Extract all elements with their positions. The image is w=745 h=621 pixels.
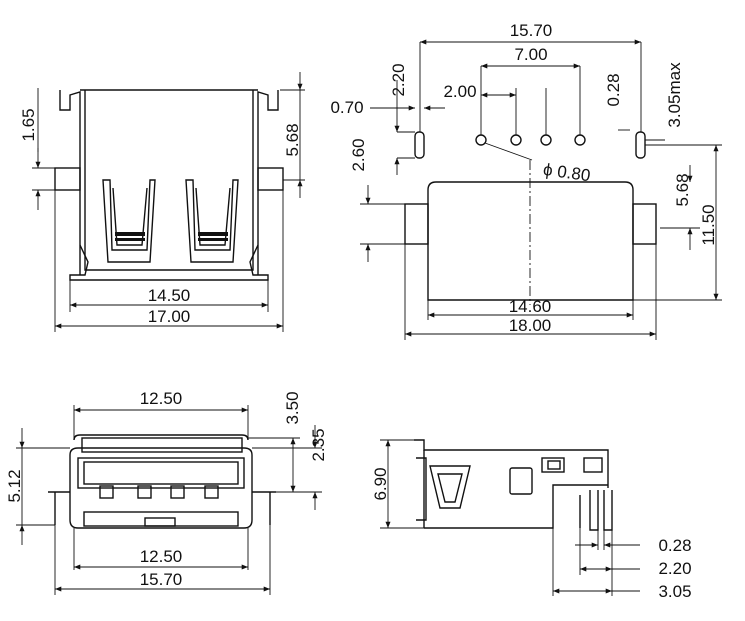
dim-5-68-right: 5.68 xyxy=(673,173,692,206)
dim-6-90: 6.90 xyxy=(371,467,390,500)
dim-3-05-max: 3.05max xyxy=(665,62,684,128)
top-view xyxy=(404,131,657,305)
dim-2-35: 2.35 xyxy=(309,428,328,461)
front-view xyxy=(54,89,284,281)
dim-2-00: 2.00 xyxy=(443,82,476,101)
dim-15-70-top: 15.70 xyxy=(510,21,553,40)
port-view xyxy=(48,434,276,529)
dim-14-60: 14.60 xyxy=(509,297,552,316)
dim-0-70: 0.70 xyxy=(330,98,363,117)
dim-1-65: 1.65 xyxy=(19,108,38,141)
dim-0-28-top: 0.28 xyxy=(604,73,623,106)
dim-7-00: 7.00 xyxy=(514,45,547,64)
dim-3-50: 3.50 xyxy=(283,391,302,424)
front-view-dims: 1.65 5.68 14.50 17.00 xyxy=(19,72,305,332)
dim-2-20-side: 2.20 xyxy=(658,559,691,578)
dim-12-50-bottom: 12.50 xyxy=(140,547,183,566)
dim-2-60: 2.60 xyxy=(349,138,368,171)
dim-17-00: 17.00 xyxy=(148,307,191,326)
dim-18-00: 18.00 xyxy=(509,316,552,335)
dim-3-05: 3.05 xyxy=(658,582,691,601)
port-view-dims: 12.50 3.50 2.35 5.12 12.50 15.70 xyxy=(5,389,328,595)
dim-15-70-bottom: 15.70 xyxy=(140,570,183,589)
dim-2-20-top: 2.20 xyxy=(389,63,408,96)
side-view-dims: 6.90 0.28 2.20 3.05 xyxy=(371,439,692,601)
dim-0-28-side: 0.28 xyxy=(658,536,691,555)
top-view-dims: 15.70 7.00 2.00 2.20 0.70 0.28 3.05max ϕ… xyxy=(330,21,722,340)
side-view xyxy=(414,439,613,531)
dim-14-50: 14.50 xyxy=(148,286,191,305)
dim-5-68-left: 5.68 xyxy=(283,123,302,156)
dim-5-12: 5.12 xyxy=(5,469,24,502)
dim-11-50: 11.50 xyxy=(699,204,718,245)
dim-12-50-top: 12.50 xyxy=(140,389,183,408)
